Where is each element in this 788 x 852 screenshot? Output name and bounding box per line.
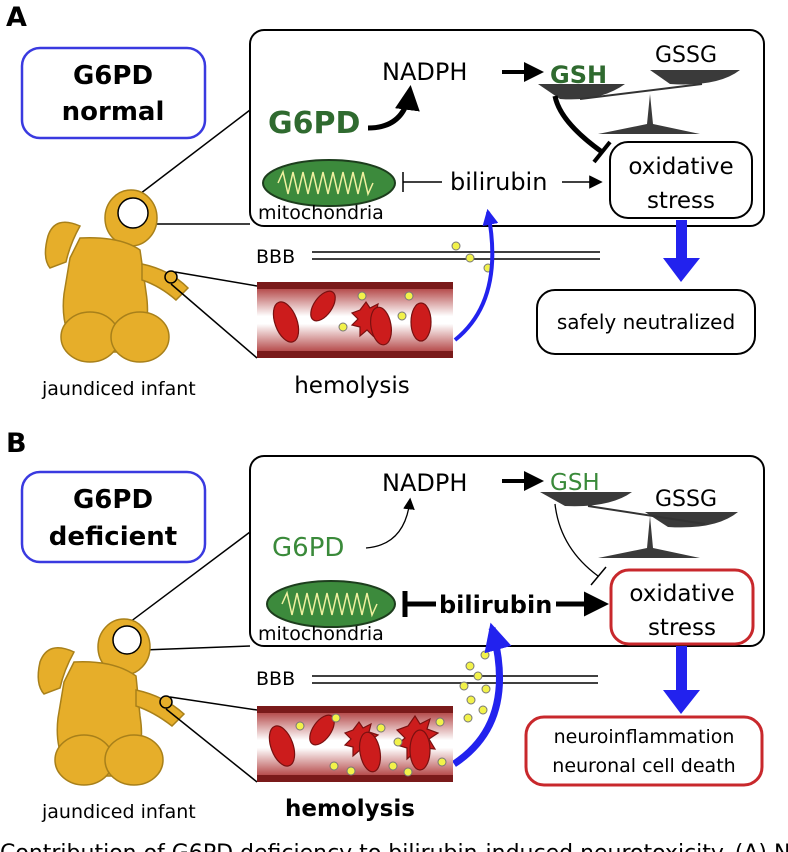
panel-a-nadph: NADPH xyxy=(382,58,467,86)
red-blood-cells xyxy=(272,290,432,346)
infant-head-zoom-b xyxy=(112,625,142,655)
zoom-line-upper xyxy=(131,109,251,201)
panel-b-gssg: GSSG xyxy=(655,487,717,512)
zoom-line-upper-b xyxy=(121,531,251,629)
infant-arm-zoom-b xyxy=(159,695,173,709)
bilirubin-dots-crossing xyxy=(451,241,493,273)
panel-a-letter: A xyxy=(6,2,27,33)
infant-head-zoom xyxy=(117,197,149,229)
panel-b-stress-line2: stress xyxy=(648,615,716,641)
panel-a-mitochondria: mitochondria xyxy=(258,202,384,224)
inhibit-gsh-stress xyxy=(552,95,604,155)
mitochondria-icon xyxy=(262,159,396,207)
panel-a-outcome-box xyxy=(536,289,756,355)
panel-b-bilirubin: bilirubin xyxy=(439,591,552,619)
panel-a-bbb: BBB xyxy=(256,246,295,268)
zoom-line-vessel-lower xyxy=(170,283,258,359)
panel-b-hemolysis: hemolysis xyxy=(285,796,415,822)
panel-b-badge-line1: G6PD xyxy=(73,485,153,515)
mitochondria-icon-b xyxy=(266,580,396,628)
arrow-stress-outcome xyxy=(663,220,700,282)
panel-a-bilirubin: bilirubin xyxy=(450,168,547,196)
zoom-line-vessel-upper-b xyxy=(169,696,258,711)
panel-b-bbb: BBB xyxy=(256,668,295,690)
panel-b-mitochondria: mitochondria xyxy=(258,623,384,645)
bilirubin-dots-crossing-b xyxy=(459,650,491,723)
arrow-vessel-bilirubin xyxy=(453,208,499,342)
panel-b-badge-line2: deficient xyxy=(49,522,177,552)
panel-a-outcome: safely neutralized xyxy=(557,310,735,334)
zoom-line-vessel-lower-b xyxy=(165,708,258,783)
panel-a-g6pd: G6PD xyxy=(268,106,360,141)
bilirubin-dots-vessel-a xyxy=(338,291,414,332)
panel-a-badge-line2: normal xyxy=(62,97,165,127)
infant-icon xyxy=(44,189,190,363)
panel-a-hemolysis: hemolysis xyxy=(294,373,410,399)
panel-b-stress-box xyxy=(609,568,755,646)
panel-a-stress-line2: stress xyxy=(647,188,715,214)
panel-b-outcome-line2: neuronal cell death xyxy=(552,755,735,777)
panel-a-stress-box xyxy=(609,141,753,219)
panel-b: B G6PD deficient NADPH GSH GSSG G6PD xyxy=(6,428,765,823)
zoom-line-lower-b xyxy=(142,645,251,651)
balance-scale-icon-b xyxy=(540,492,738,558)
panel-a: A G6PD normal NADPH GSH GSSG G6PD xyxy=(6,2,765,400)
panel-b-nadph: NADPH xyxy=(382,469,467,497)
infant-arm-zoom xyxy=(164,270,178,284)
panel-b-gsh: GSH xyxy=(550,470,600,496)
balance-scale-icon xyxy=(538,70,740,134)
arrow-stress-outcome-b xyxy=(663,646,700,714)
panel-b-letter: B xyxy=(6,428,27,459)
bilirubin-dots-vessel-b xyxy=(295,713,447,777)
panel-a-gssg: GSSG xyxy=(655,43,717,68)
arrow-vessel-bilirubin-b xyxy=(452,622,512,767)
panel-a-stress-line1: oxidative xyxy=(628,154,733,180)
arrow-g6pd-nadph xyxy=(367,85,420,131)
panel-b-g6pd: G6PD xyxy=(272,533,344,563)
inhibit-gsh-stress-b xyxy=(554,503,599,577)
panel-b-outcome-line1: neuroinflammation xyxy=(554,726,735,748)
panel-b-outcome-box xyxy=(524,715,764,787)
panel-b-infant-label: jaundiced infant xyxy=(41,801,196,823)
panel-a-badge xyxy=(20,46,207,140)
panel-b-badge xyxy=(20,470,207,564)
panel-a-infant-label: jaundiced infant xyxy=(41,378,196,400)
figure-caption: Contribution of G6PD deficiency to bilir… xyxy=(0,841,788,852)
arrow-g6pd-nadph-b xyxy=(365,497,415,549)
zoom-line-vessel-upper xyxy=(174,271,258,287)
panel-a-badge-line1: G6PD xyxy=(73,61,153,91)
panel-b-stress-line1: oxidative xyxy=(629,581,734,607)
